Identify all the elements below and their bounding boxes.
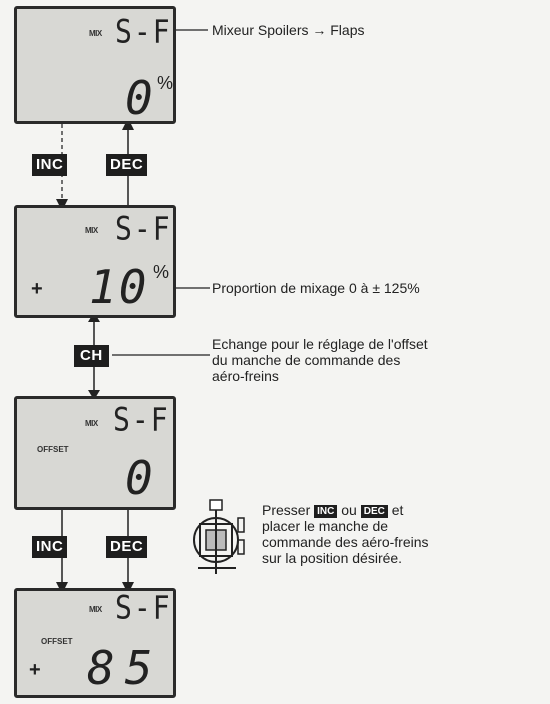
press-text: Presser: [262, 502, 311, 518]
place-line: placer le manche de: [262, 518, 389, 534]
place-line: commande des aéro-freins: [262, 534, 429, 550]
mix-indicator: MIX: [85, 226, 98, 235]
mix-indicator: MIX: [89, 29, 102, 38]
sign-indicator: +: [29, 659, 41, 681]
percent-unit: %: [157, 73, 174, 93]
lcd-screen-offset-set: MIX S-F OFFSET + 85: [14, 588, 176, 698]
percent-unit: %: [153, 262, 170, 282]
press-line: Presser INC ou DEC et: [262, 502, 429, 518]
ch-arrow-down: [88, 390, 100, 400]
mix-indicator: MIX: [89, 605, 102, 614]
transmitter-stick-icon: [193, 499, 245, 574]
and-text: et: [391, 502, 404, 518]
place-line: sur la position désirée.: [262, 550, 403, 566]
mix-value: 10: [89, 260, 149, 314]
exchange-line: Echange pour le réglage de l'offset: [212, 336, 428, 352]
offset-label: OFFSET: [37, 445, 69, 454]
lcd-screen-offset: MIX S-F OFFSET 0: [14, 396, 176, 510]
offset-value: 85: [87, 641, 163, 695]
or-text: ou: [341, 502, 357, 518]
mixer-code: S-F: [113, 400, 170, 439]
inc-chip: INC: [314, 505, 338, 518]
exchange-annotation: Echange pour le réglage de l'offset du m…: [212, 336, 428, 384]
exchange-line: du manche de commande des: [212, 352, 401, 368]
dec-button[interactable]: DEC: [106, 154, 148, 176]
exchange-line: aéro-freins: [212, 368, 279, 384]
press-instruction: Presser INC ou DEC et placer le manche d…: [262, 502, 429, 566]
mixer-annotation: Mixeur Spoilers → Flaps: [212, 22, 365, 38]
mixer-code: S-F: [115, 588, 172, 627]
dec-button[interactable]: DEC: [106, 536, 148, 558]
offset-value: 0: [125, 451, 155, 505]
mixer-code: S-F: [115, 12, 172, 51]
proportion-annotation: Proportion de mixage 0 à ± 125%: [212, 280, 420, 296]
mix-indicator: MIX: [85, 419, 98, 428]
ch-button[interactable]: CH: [74, 345, 109, 367]
mix-value: 0: [125, 71, 155, 125]
dec-chip: DEC: [360, 505, 388, 518]
inc-button[interactable]: INC: [32, 536, 68, 558]
lcd-screen-proportion: MIX S-F + 10 %: [14, 205, 176, 318]
offset-label: OFFSET: [41, 637, 73, 646]
mixer-code: S-F: [115, 209, 172, 248]
lcd-screen-mixer: MIX S-F 0 %: [14, 6, 176, 124]
inc-button[interactable]: INC: [32, 154, 68, 176]
sign-indicator: +: [31, 278, 43, 300]
